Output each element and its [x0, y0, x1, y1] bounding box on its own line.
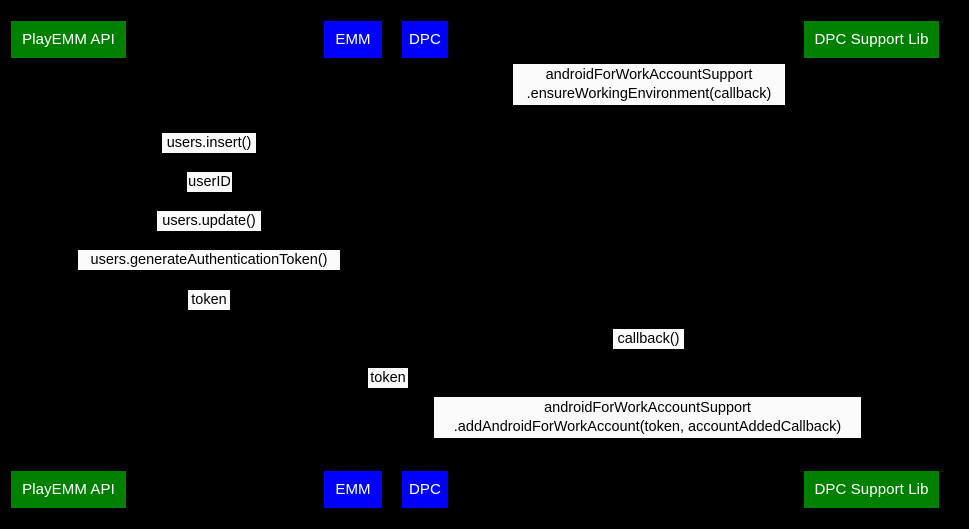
participant-top-dpc-support-lib[interactable]: DPC Support Lib — [804, 21, 939, 58]
message-label-line-1: callback() — [617, 331, 680, 347]
participant-top-emm[interactable]: EMM — [324, 21, 382, 58]
message-label-line-2: .ensureWorkingEnvironment(callback) — [526, 86, 772, 102]
message-label-line-1: androidForWorkAccountSupport — [545, 67, 753, 83]
message-label-callback: callback() — [613, 329, 684, 349]
participant-bottom-dpc-support-lib[interactable]: DPC Support Lib — [804, 471, 939, 508]
participant-bottom-emm[interactable]: EMM — [324, 471, 382, 508]
message-label-line-1: userID — [188, 174, 231, 190]
message-label-users-update: users.update() — [157, 211, 261, 231]
message-label-ensure-working-environment: androidForWorkAccountSupport .ensureWorki… — [513, 64, 785, 105]
participant-bottom-playemm-api[interactable]: PlayEMM API — [11, 471, 126, 508]
message-label-line-1: token — [370, 370, 406, 386]
message-label-line-1: users.generateAuthenticationToken() — [90, 252, 328, 268]
message-label-token-to-emm: token — [188, 290, 230, 310]
participant-top-dpc[interactable]: DPC — [402, 21, 448, 58]
message-label-line-1: users.insert() — [166, 135, 252, 151]
participant-top-playemm-api[interactable]: PlayEMM API — [11, 21, 126, 58]
message-label-users-insert: users.insert() — [162, 133, 256, 153]
message-label-line-1: users.update() — [162, 213, 256, 229]
message-label-token-to-dpc: token — [368, 368, 408, 388]
message-label-user-id: userID — [187, 172, 232, 192]
message-label-users-generate-authentication-token: users.generateAuthenticationToken() — [78, 250, 340, 270]
message-label-line-1: androidForWorkAccountSupport — [544, 400, 751, 416]
message-label-line-1: token — [191, 292, 227, 308]
message-label-add-android-for-work-account: androidForWorkAccountSupport .addAndroidF… — [434, 397, 861, 438]
message-label-line-2: .addAndroidForWorkAccount(token, account… — [453, 419, 842, 435]
participant-bottom-dpc[interactable]: DPC — [402, 471, 448, 508]
